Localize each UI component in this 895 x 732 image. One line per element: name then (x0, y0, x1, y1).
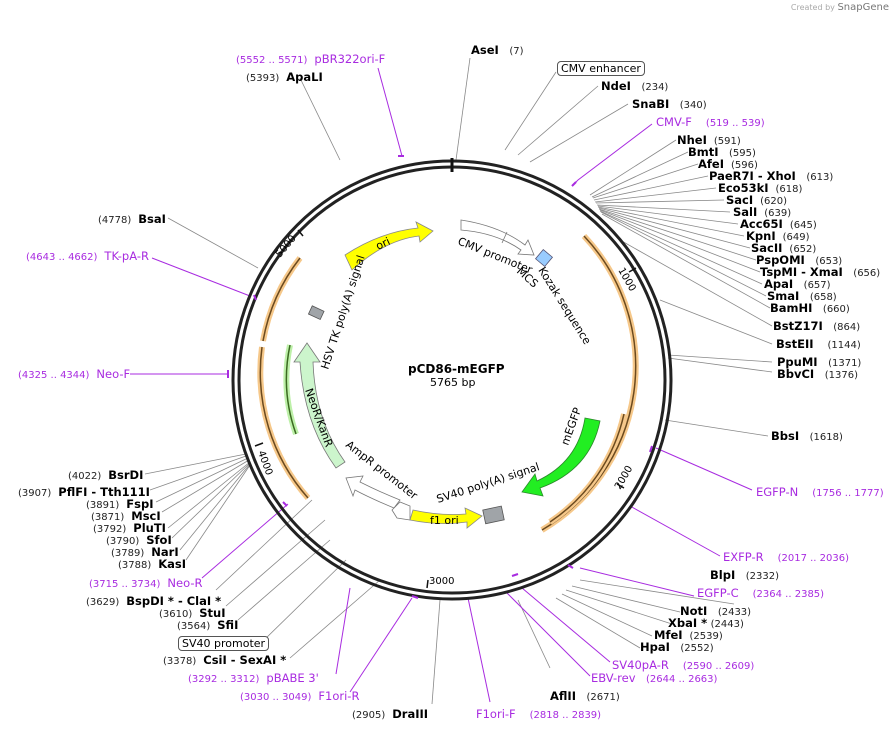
enzyme-acc65i[interactable]: Acc65I (645) (740, 217, 817, 232)
enzyme-bmti[interactable]: BmtI (595) (688, 145, 756, 160)
feature-hsv-tk-polya[interactable] (307, 305, 325, 321)
tick-2000: 2000 (613, 464, 635, 492)
ori-label: ori (374, 235, 392, 253)
enzyme-pspomi[interactable]: PspOMI (653) (756, 253, 843, 268)
enzyme-tspmi-xmai[interactable]: TspMI - XmaI (656) (760, 265, 881, 280)
feature-sv40-polya[interactable] (482, 505, 505, 525)
enzyme-bspdi-clai[interactable]: (3629) BspDI * - ClaI * (86, 594, 222, 609)
tick-3000: 3000 (429, 576, 454, 587)
feature-mcs[interactable] (534, 248, 554, 268)
enzyme-kasi[interactable]: (3788) KasI (118, 557, 187, 572)
enzyme-noti[interactable]: NotI (2433) (680, 604, 752, 619)
enzyme-bsai[interactable]: (4778) BsaI (98, 212, 166, 227)
enzyme-nari[interactable]: (3789) NarI (111, 545, 179, 560)
mcs-label: MCS (514, 265, 541, 291)
scale-ticks (254, 229, 637, 589)
enzyme-paer7i-xhoi[interactable]: PaeR7I - XhoI (613) (709, 169, 834, 184)
orf-arcs (257, 233, 639, 533)
enzyme-nhei[interactable]: NheI (591) (677, 133, 741, 148)
sv40-polya-label: SV40 poly(A) signal (435, 460, 541, 506)
enzyme-stui[interactable]: (3610) StuI (159, 606, 226, 621)
primer-egfp-n[interactable]: EGFP-N (1756 .. 1777) (756, 485, 884, 500)
enzyme-mfei[interactable]: MfeI (2539) (654, 628, 723, 643)
enzyme-sali[interactable]: SalI (639) (733, 205, 792, 220)
plasmid-length: 5765 bp (430, 376, 476, 389)
enzyme-afei[interactable]: AfeI (596) (698, 157, 758, 172)
feature-neor-kanr[interactable] (293, 342, 346, 469)
feature-megfp[interactable] (521, 417, 601, 497)
enzyme-bbsi[interactable]: BbsI (1618) (771, 429, 843, 444)
enzyme-leader-lines (144, 57, 773, 705)
enzyme-bbvci[interactable]: BbvCI (1376) (777, 367, 858, 382)
f1-ori-label: f1 ori (430, 514, 459, 527)
primer-cmv-f[interactable]: CMV-F (519 .. 539) (656, 115, 765, 130)
enzyme-eco53ki[interactable]: Eco53kI (618) (718, 181, 803, 196)
primer-f1ori-f[interactable]: F1ori-F (2818 .. 2839) (476, 707, 602, 722)
primer-exfp-r[interactable]: EXFP-R (2017 .. 2036) (723, 550, 850, 565)
enzyme-hpai[interactable]: HpaI (2552) (640, 640, 714, 655)
enzyme-bsrdi[interactable]: (4022) BsrDI (68, 468, 144, 483)
enzyme-fspi[interactable]: (3891) FspI (86, 497, 154, 512)
enzyme-csii-sexai[interactable]: (3378) CsiI - SexAI * (163, 653, 287, 668)
enzyme-ppumi[interactable]: PpuMI (1371) (777, 355, 862, 370)
enzyme-pluti[interactable]: (3792) PluTI (93, 521, 166, 536)
enzyme-bamhi[interactable]: BamHI (660) (770, 301, 850, 316)
enzyme-kpni[interactable]: KpnI (649) (746, 229, 810, 244)
enzyme-sacii[interactable]: SacII (652) (751, 241, 817, 256)
primer-ebv-rev[interactable]: EBV-rev (2644 .. 2663) (591, 671, 718, 686)
feature-f1-ori[interactable] (409, 507, 483, 529)
credit-prefix: Created by (790, 3, 835, 12)
feature-ori[interactable] (344, 221, 434, 271)
primer-egfp-c[interactable]: EGFP-C (2364 .. 2385) (697, 586, 825, 601)
enzyme-blpi[interactable]: BlpI (2332) (710, 568, 779, 583)
kozak-label: Kozak sequence (535, 265, 593, 347)
primer-f1ori-r[interactable]: (3030 .. 3049) F1ori-R (240, 689, 360, 704)
feature-ampr-promoter[interactable] (345, 475, 401, 509)
snapgene-credit: Created by SnapGene (791, 2, 889, 13)
primer-neo-f[interactable]: (4325 .. 4344) Neo-F (18, 367, 131, 382)
enzyme-sfii[interactable]: (3564) SfiI (177, 618, 239, 633)
enzyme-apali[interactable]: (5393) ApaLI (246, 70, 323, 85)
enzyme-aflii[interactable]: AflII (2671) (550, 689, 620, 704)
enzyme-bsteii[interactable]: BstEII (1144) (776, 337, 861, 352)
enzyme-ndei[interactable]: NdeI (234) (601, 79, 669, 94)
tick-4000: 4000 (255, 449, 274, 477)
enzyme-bstz17i[interactable]: BstZ17I (864) (773, 319, 861, 334)
primer-pbr322ori-f[interactable]: (5552 .. 5571) pBR322ori-F (236, 52, 386, 67)
hsv-tk-label: HSV TK poly(A) signal (318, 254, 367, 371)
primer-pbabe-3[interactable]: (3292 .. 3312) pBABE 3' (188, 671, 319, 686)
enzyme-smai[interactable]: SmaI (658) (767, 289, 837, 304)
enzyme-apai[interactable]: ApaI (657) (764, 277, 831, 292)
primer-neo-r[interactable]: (3715 .. 3734) Neo-R (89, 576, 203, 591)
cmv-enhancer-label[interactable]: CMV enhancer (557, 61, 645, 76)
sv40-promoter-label[interactable]: SV40 promoter (178, 636, 270, 651)
enzyme-asei[interactable]: AseI (7) (471, 43, 524, 58)
enzyme-sfoi[interactable]: (3790) SfoI (106, 533, 172, 548)
enzyme-xbai[interactable]: XbaI * (2443) (668, 616, 744, 631)
primer-sv40pa-r[interactable]: SV40pA-R (2590 .. 2609) (612, 658, 755, 673)
plasmid-name: pCD86-mEGFP (408, 362, 505, 376)
primer-leader-lines (130, 67, 753, 703)
primer-ticks (227, 155, 653, 599)
enzyme-saci[interactable]: SacI (620) (726, 193, 788, 208)
enzyme-msci[interactable]: (3871) MscI (91, 509, 161, 524)
enzyme-draiii[interactable]: (2905) DraIII (352, 707, 429, 722)
primer-tk-pa-r[interactable]: (4643 .. 4662) TK-pA-R (26, 249, 149, 264)
snapgene-logo: SnapGene (837, 2, 889, 13)
enzyme-snabi[interactable]: SnaBI (340) (632, 97, 707, 112)
enzyme-pflfi-tth111i[interactable]: (3907) PflFI - Tth111I (18, 485, 150, 500)
feature-cmv-promoter[interactable] (460, 219, 535, 256)
